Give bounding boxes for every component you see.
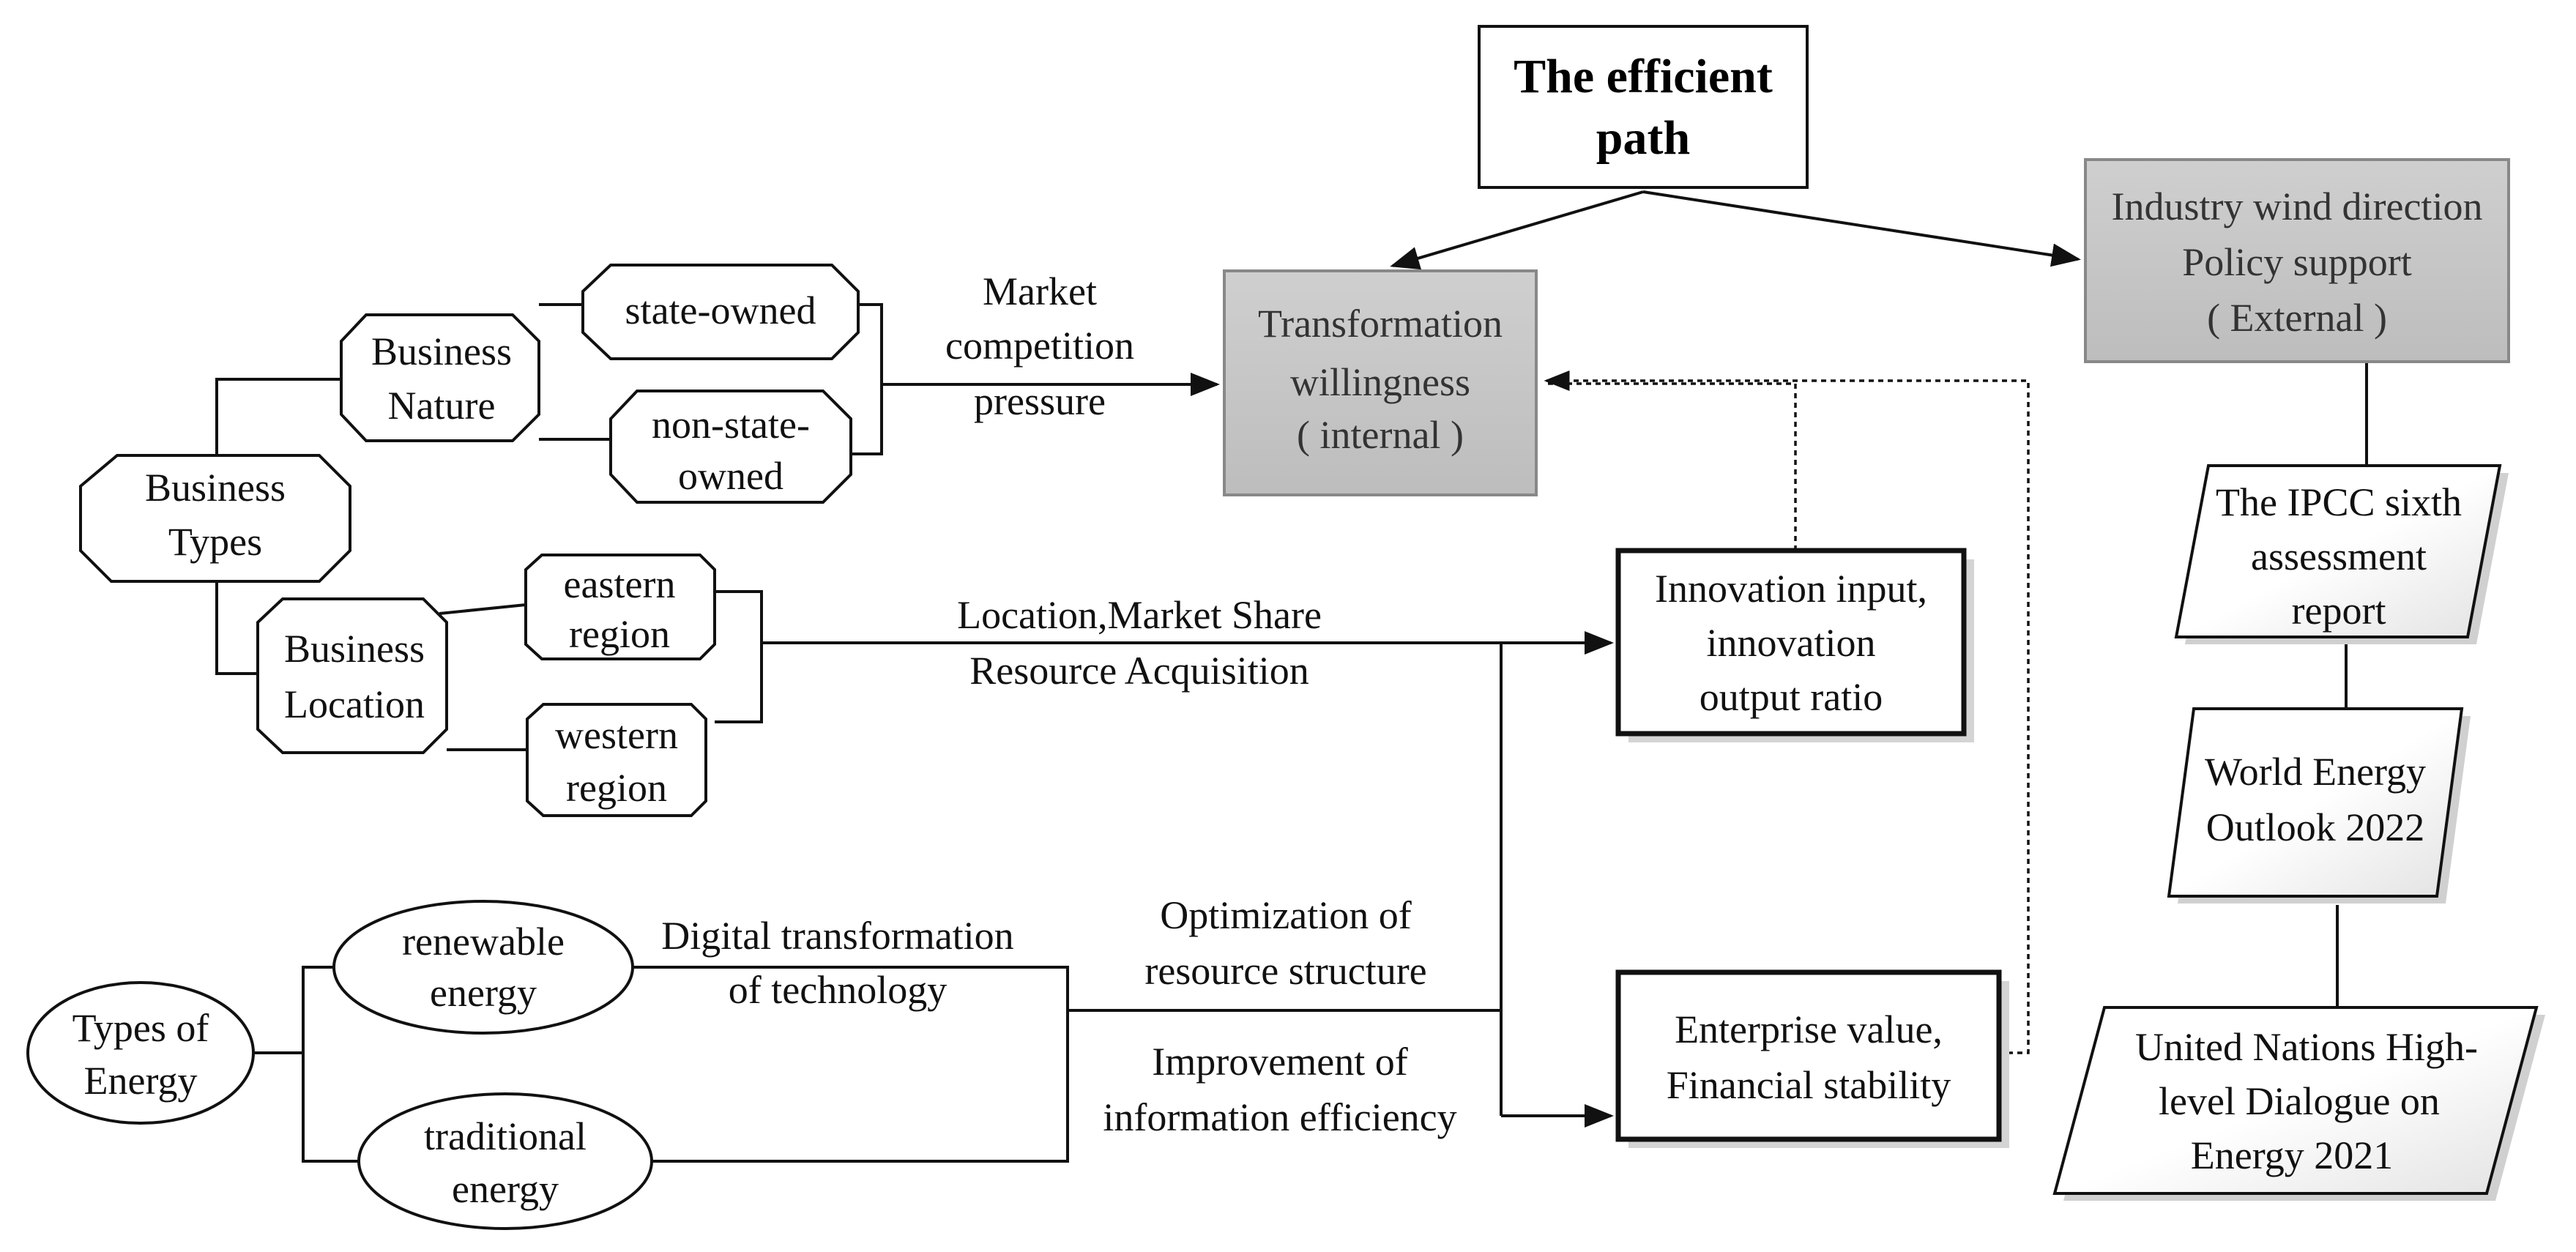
improvement-line-1: Improvement of [1152,1040,1407,1084]
business-location-line-2: Location [284,682,425,726]
ipcc-report-node: The IPCC sixth assessment report [2174,464,2509,644]
arrow-path-to-industry [1642,190,2081,267]
market-line-3: pressure [974,379,1106,423]
un-dialogue-node: United Nations High- level Dialogue on E… [2052,1006,2545,1201]
bracket-nature [851,303,883,455]
feedback-enterprise [1544,370,2030,1054]
non-state-owned-line-2: owned [678,454,783,498]
types-of-energy-line-1: Types of [72,1006,209,1050]
improvement-line-2: information efficiency [1103,1095,1456,1139]
optimization-line-2: resource structure [1144,949,1426,993]
efficient-path-box: The efficient path [1478,25,1809,189]
ipcc-line-2: assessment [2251,534,2427,578]
location-label-line-1: Location,Market Share [957,593,1322,637]
traditional-energy-node: traditional energy [357,1092,653,1230]
location-label-line-2: Resource Acquisition [969,649,1309,693]
state-owned-label: state-owned [625,288,816,332]
digital-line-1: Digital transformation [661,914,1013,958]
non-state-owned-node: non-state- owned [609,390,852,504]
label-optimization: Optimization of resource structure [1144,893,1426,993]
bracket-location [715,590,763,723]
enterprise-value-line-1: Enterprise value, [1675,1007,1943,1051]
business-types-line-2: Types [168,520,262,564]
enterprise-value-box: Enterprise value, Financial stability [1615,969,2009,1148]
efficient-path-line-2: path [1596,111,1690,165]
business-types-node: Business Types [79,454,351,583]
renewable-energy-node: renewable energy [332,900,634,1035]
weo-line-1: World Energy [2205,750,2426,794]
innovation-input-box: Innovation input, innovation output rati… [1615,548,1974,742]
innovation-line-3: output ratio [1700,675,1883,719]
un-line-1: United Nations High- [2135,1025,2478,1069]
bracket-energy [302,966,359,1163]
label-digital-transformation: Digital transformation of technology [661,914,1013,1012]
industry-line-1: Industry wind direction [2112,185,2483,228]
label-location-market-share: Location,Market Share Resource Acquisiti… [957,593,1322,693]
industry-line-2: Policy support [2182,240,2412,284]
industry-wind-box: Industry wind direction Policy support (… [2084,158,2510,363]
renewable-line-1: renewable [402,920,565,964]
western-region-line-2: region [566,766,667,810]
un-line-3: Energy 2021 [2191,1133,2393,1177]
business-nature-line-1: Business [371,329,512,373]
weo-line-2: Outlook 2022 [2206,805,2425,849]
types-of-energy-node: Types of Energy [26,981,255,1125]
market-line-2: competition [945,324,1134,368]
eastern-region-node: eastern region [524,554,716,660]
eastern-region-line-2: region [569,612,670,656]
western-region-line-1: western [555,713,678,757]
label-market-competition: Market competition pressure [945,269,1134,423]
link-types-to-location [215,551,258,675]
eastern-region-line-1: eastern [564,562,676,606]
renewable-line-2: energy [430,971,537,1015]
digital-line-2: of technology [729,968,947,1012]
willingness-line-3: ( internal ) [1297,413,1464,457]
industry-line-3: ( External ) [2207,296,2387,340]
bracket-digital [633,966,1069,1163]
link-location-eastern [439,603,526,615]
un-line-2: level Dialogue on [2159,1079,2440,1123]
business-nature-node: Business Nature [340,313,540,442]
enterprise-value-line-2: Financial stability [1667,1063,1951,1107]
innovation-line-2: innovation [1707,621,1876,665]
ipcc-line-3: report [2292,589,2386,633]
innovation-line-1: Innovation input, [1655,567,1927,611]
business-types-line-1: Business [145,466,286,510]
western-region-node: western region [526,703,707,817]
non-state-owned-line-1: non-state- [652,403,810,447]
state-owned-node: state-owned [581,264,860,360]
willingness-line-1: Transformation [1258,302,1503,346]
connectors [215,190,2368,1163]
business-location-node: Business Location [256,597,448,754]
business-location-line-1: Business [284,627,425,671]
feedback-innovation [1546,382,1797,551]
transformation-willingness-box: Transformation willingness ( internal ) [1223,269,1538,496]
types-of-energy-line-2: Energy [84,1059,198,1103]
world-energy-outlook-node: World Energy Outlook 2022 [2167,707,2471,903]
arrow-path-to-willingness [1390,190,1644,270]
link-types-to-nature [215,378,341,455]
ipcc-line-1: The IPCC sixth [2216,480,2462,524]
traditional-line-1: traditional [424,1114,587,1158]
business-nature-line-2: Nature [388,384,496,428]
willingness-line-2: willingness [1290,360,1470,404]
optimization-line-1: Optimization of [1160,893,1411,937]
traditional-line-2: energy [452,1167,559,1211]
label-improvement: Improvement of information efficiency [1103,1040,1456,1139]
market-line-1: Market [983,269,1097,313]
efficient-path-line-1: The efficient [1514,50,1773,103]
